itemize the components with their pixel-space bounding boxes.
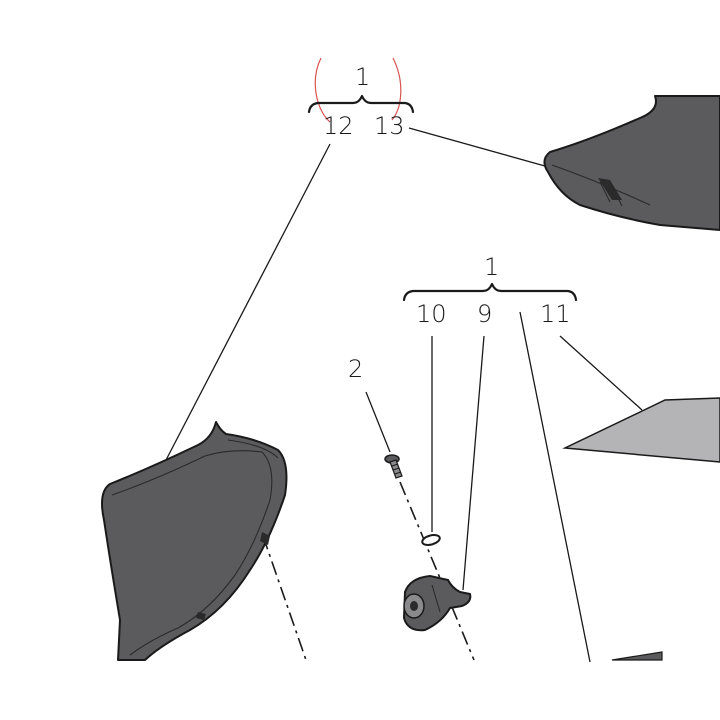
- leader-1-long: [519, 311, 591, 663]
- leader-13: [408, 127, 553, 169]
- top-group-label: 1: [355, 63, 370, 91]
- assembly-axis-right: [399, 481, 475, 661]
- leader-11: [559, 335, 643, 411]
- label-9: 9: [477, 300, 492, 328]
- leader-2: [365, 391, 391, 453]
- washer-part-10: [421, 534, 441, 546]
- part-edge-bottom-right: [611, 651, 663, 661]
- part-11: [562, 397, 720, 463]
- label-12: 12: [323, 112, 354, 140]
- label-13: 13: [374, 112, 405, 140]
- cover-part-13: [543, 95, 720, 231]
- label-2: 2: [348, 355, 363, 383]
- mid-group-label: 1: [484, 253, 499, 281]
- top-group-brace: [307, 94, 415, 114]
- nut-part-9: [403, 575, 472, 632]
- mid-group-brace: [402, 282, 578, 302]
- assembly-axis-left: [262, 535, 307, 661]
- leader-12: [164, 143, 331, 463]
- leader-9: [462, 335, 485, 591]
- panel-part-12: [101, 421, 288, 661]
- highlight-circle: [314, 57, 402, 123]
- label-10: 10: [416, 300, 447, 328]
- screw-part-2: [384, 454, 403, 479]
- label-11: 11: [540, 300, 571, 328]
